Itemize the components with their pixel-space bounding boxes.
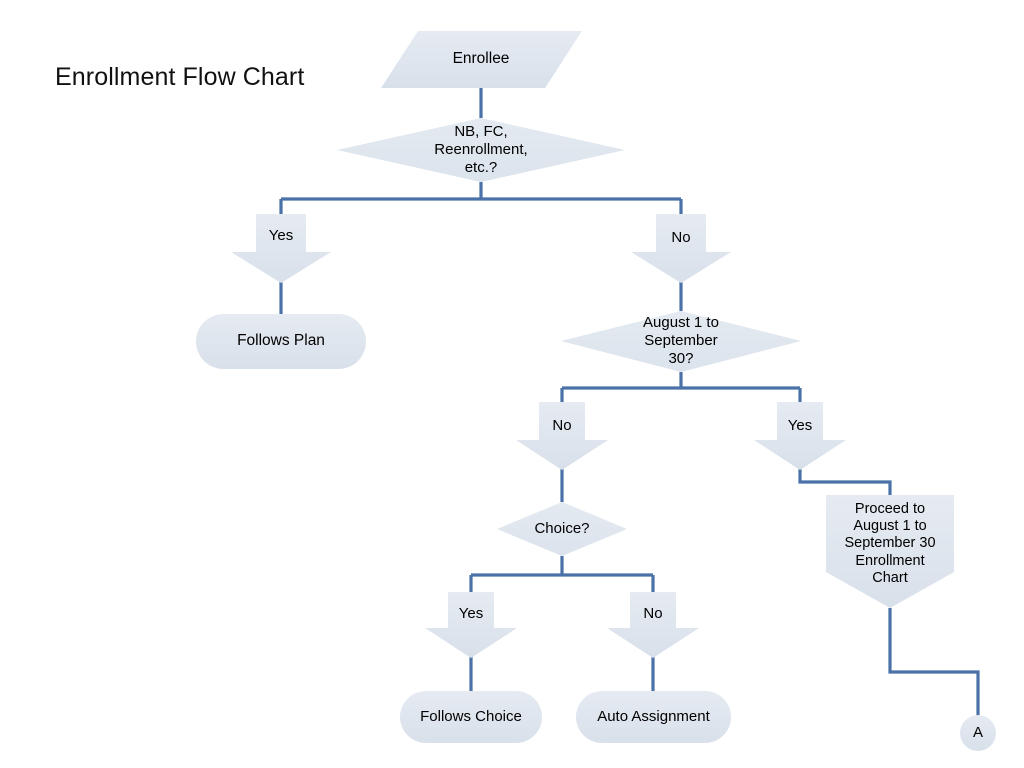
node-decision2-shape[interactable] (561, 311, 801, 372)
node-branch3-yes-shape[interactable] (425, 592, 517, 658)
node-branch1-yes-shape[interactable] (231, 214, 331, 283)
node-auto-assignment-shape[interactable] (576, 691, 731, 743)
node-follows-choice-shape[interactable] (400, 691, 542, 743)
edge-decision1-split (279, 182, 683, 214)
node-decision3-shape[interactable] (497, 502, 627, 556)
edge-choice-split (469, 556, 655, 592)
node-connector-a-shape[interactable] (960, 715, 996, 751)
node-decision1-shape[interactable] (337, 118, 625, 182)
page-title: Enrollment Flow Chart (55, 63, 305, 91)
node-proceed-chart-shape[interactable] (826, 495, 954, 608)
node-branch2-no-shape[interactable] (516, 402, 608, 470)
node-branch3-no-shape[interactable] (607, 592, 699, 658)
node-enrollee-shape[interactable] (381, 31, 582, 88)
edge-proceed-connector-a (888, 608, 980, 717)
node-branch1-no-shape[interactable] (631, 214, 731, 283)
edge-yes2-proceed (798, 463, 892, 495)
node-follows-plan-shape[interactable] (196, 314, 366, 369)
node-branch2-yes-shape[interactable] (754, 402, 846, 470)
edge-decision2-split (560, 372, 802, 402)
